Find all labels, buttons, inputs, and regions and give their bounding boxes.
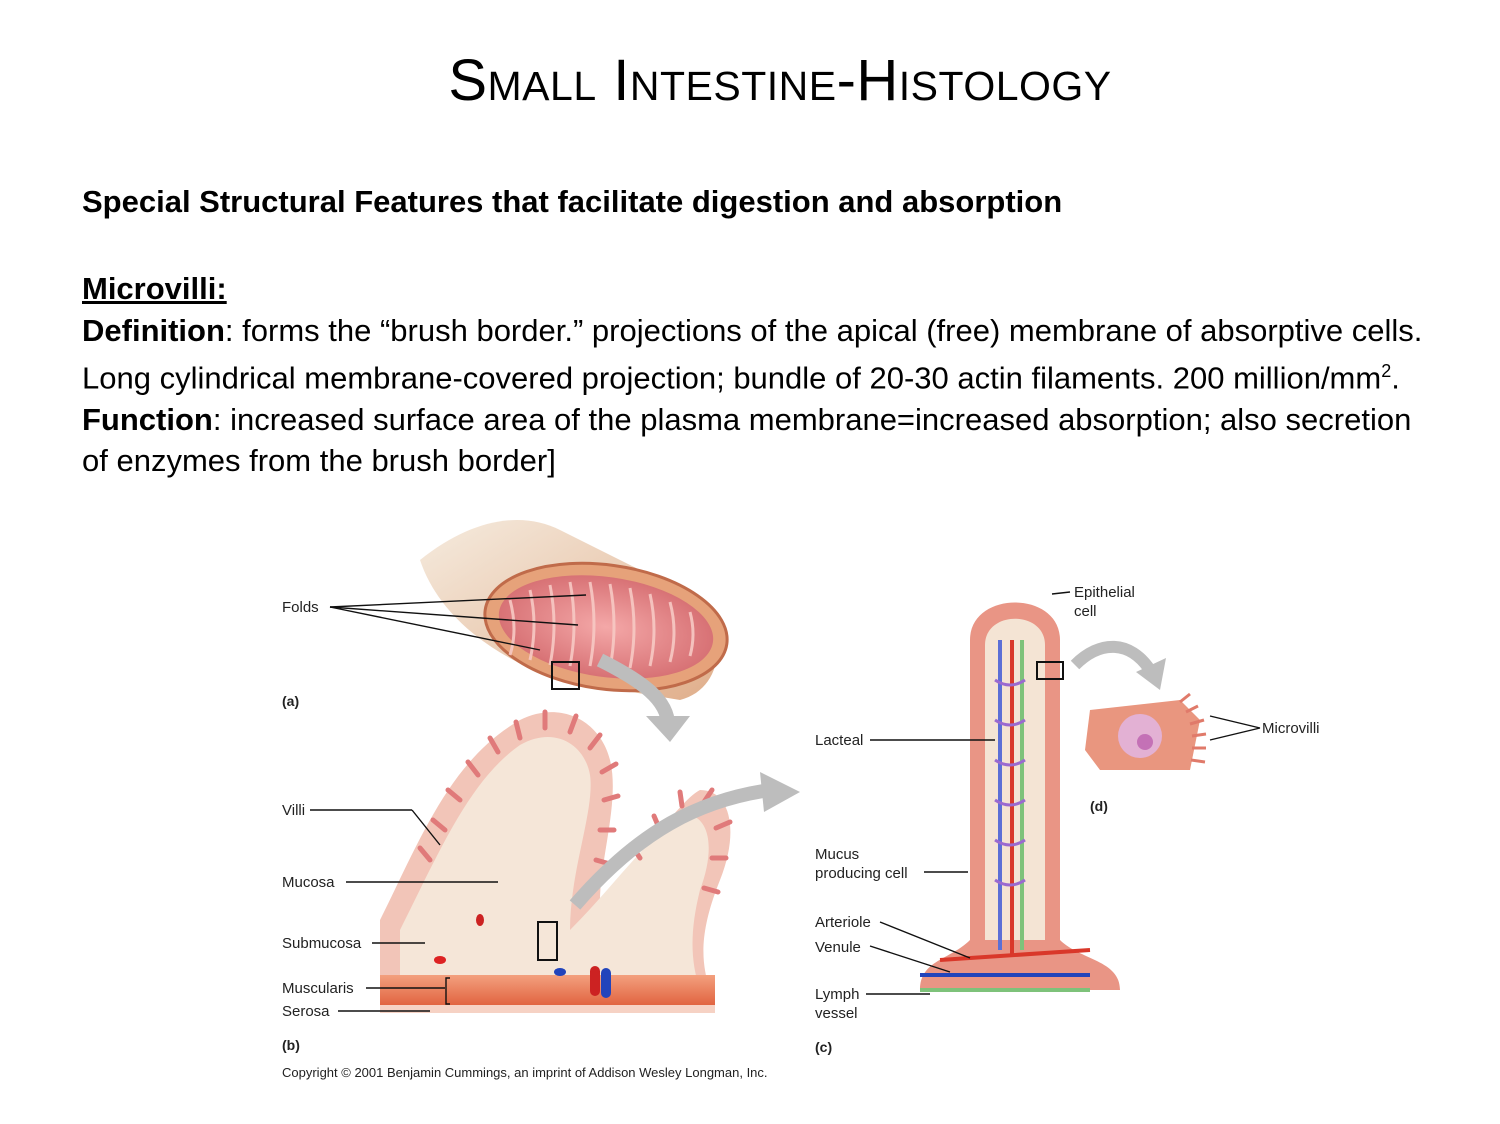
- label-villi: Villi: [282, 802, 305, 819]
- label-arteriole: Arteriole: [815, 914, 871, 931]
- label-epithelial-cell-line2: cell: [1074, 603, 1097, 620]
- section-heading: Microvilli:: [82, 271, 227, 306]
- function-text: : increased surface area of the plasma m…: [82, 401, 1412, 479]
- definition-superscript: 2: [1381, 361, 1392, 381]
- label-mucosa: Mucosa: [282, 874, 335, 891]
- leader-lines: [310, 591, 1261, 1012]
- label-lymph-line2: vessel: [815, 1005, 858, 1022]
- panel-a-intestine-tube: [420, 520, 729, 742]
- microvilli-text-block: Microvilli: Definition: forms the “brush…: [82, 268, 1442, 500]
- definition-text: : forms the “brush border.” projections …: [82, 312, 1423, 396]
- panel-b-villi-section: [380, 709, 800, 1013]
- label-folds: Folds: [282, 599, 319, 616]
- copyright-notice: Copyright © 2001 Benjamin Cummings, an i…: [282, 1065, 768, 1080]
- panel-c-villus: [920, 602, 1166, 992]
- label-mucus-line2: producing cell: [815, 865, 908, 882]
- label-epithelial-cell-line1: Epithelial: [1074, 584, 1135, 601]
- label-venule: Venule: [815, 939, 861, 956]
- panel-label-d: (d): [1090, 798, 1108, 814]
- label-submucosa: Submucosa: [282, 935, 362, 952]
- panel-label-c: (c): [815, 1039, 832, 1055]
- function-paragraph: Function: increased surface area of the …: [82, 399, 1442, 482]
- label-serosa: Serosa: [282, 1003, 330, 1020]
- label-lymph-line1: Lymph: [815, 986, 859, 1003]
- panel-d-absorptive-cell: [1085, 692, 1207, 770]
- label-muscularis: Muscularis: [282, 980, 354, 997]
- definition-term: Definition: [82, 312, 225, 348]
- definition-paragraph: Definition: forms the “brush border.” pr…: [82, 310, 1442, 399]
- slide-title: Small Intestine-Histology: [448, 48, 1112, 113]
- definition-end: .: [1391, 360, 1400, 396]
- panel-label-a: (a): [282, 693, 299, 709]
- panel-label-b: (b): [282, 1037, 300, 1053]
- label-mucus-line1: Mucus: [815, 846, 859, 863]
- label-microvilli: Microvilli: [1262, 720, 1320, 737]
- label-lacteal: Lacteal: [815, 732, 863, 749]
- slide-subtitle: Special Structural Features that facilit…: [82, 184, 1063, 219]
- function-term: Function: [82, 401, 213, 437]
